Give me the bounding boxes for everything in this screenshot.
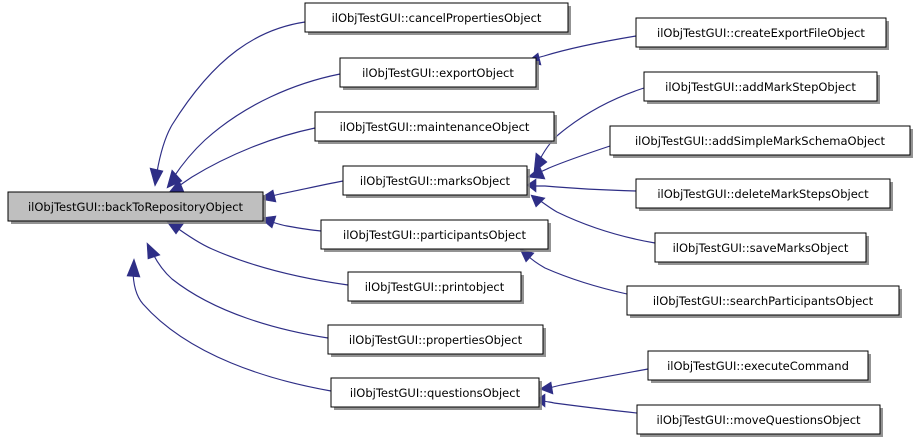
arrowhead-icon bbox=[149, 167, 164, 187]
edge-line bbox=[172, 73, 341, 179]
edge-line bbox=[543, 400, 638, 414]
edge-line bbox=[532, 35, 637, 60]
graph-node[interactable]: ilObjTestGUI::searchParticipantsObject bbox=[626, 285, 902, 318]
edge-line bbox=[535, 145, 611, 175]
node-label: ilObjTestGUI::createExportFileObject bbox=[657, 26, 865, 40]
node-rect[interactable] bbox=[339, 57, 537, 88]
node-label: ilObjTestGUI::exportObject bbox=[362, 66, 514, 80]
node-rect[interactable] bbox=[330, 377, 540, 408]
edge-line bbox=[172, 224, 349, 286]
node-label: ilObjTestGUI::cancelPropertiesObject bbox=[332, 11, 542, 25]
edge-line bbox=[537, 87, 645, 164]
graph-node[interactable]: ilObjTestGUI::saveMarksObject bbox=[654, 232, 869, 265]
call-edge-marks-to-root bbox=[258, 180, 344, 203]
call-edge-questions-to-root bbox=[126, 258, 332, 392]
arrowhead-icon bbox=[126, 258, 141, 278]
node-rect[interactable] bbox=[347, 271, 522, 302]
edge-line bbox=[151, 251, 329, 339]
node-label: ilObjTestGUI::moveQuestionsObject bbox=[656, 413, 861, 427]
graph-node[interactable]: ilObjTestGUI::addSimpleMarkSchemaObject bbox=[609, 125, 913, 158]
edge-line bbox=[535, 185, 637, 192]
node-label: ilObjTestGUI::addMarkStepObject bbox=[665, 80, 856, 94]
graph-node[interactable]: ilObjTestGUI::questionsObject bbox=[330, 377, 542, 410]
node-rect[interactable] bbox=[635, 178, 891, 209]
graph-node[interactable]: ilObjTestGUI::maintenanceObject bbox=[314, 111, 557, 144]
node-label: ilObjTestGUI::participantsObject bbox=[343, 228, 526, 242]
node-label: ilObjTestGUI::searchParticipantsObject bbox=[653, 294, 874, 308]
node-rect[interactable] bbox=[647, 350, 869, 381]
node-label: ilObjTestGUI::saveMarksObject bbox=[673, 241, 849, 255]
call-edge-maintenance-to-root bbox=[166, 127, 316, 196]
arrowhead-icon bbox=[530, 194, 546, 208]
call-edge-deletemark-to-marks bbox=[526, 178, 637, 193]
graph-node-root[interactable]: ilObjTestGUI::backToRepositoryObject bbox=[7, 191, 266, 224]
node-label: ilObjTestGUI::backToRepositoryObject bbox=[28, 200, 244, 214]
call-edge-savemarks-to-marks bbox=[530, 194, 656, 244]
graph-node[interactable]: ilObjTestGUI::exportObject bbox=[339, 57, 539, 90]
node-label: ilObjTestGUI::maintenanceObject bbox=[340, 120, 530, 134]
node-label: ilObjTestGUI::addSimpleMarkSchemaObject bbox=[635, 134, 886, 148]
graph-node[interactable]: ilObjTestGUI::moveQuestionsObject bbox=[636, 404, 883, 437]
arrowhead-icon bbox=[166, 169, 183, 189]
graph-node[interactable]: ilObjTestGUI::executeCommand bbox=[647, 350, 871, 383]
arrowhead-icon bbox=[526, 178, 537, 193]
node-rect[interactable] bbox=[626, 285, 900, 316]
edge-line bbox=[267, 180, 344, 198]
call-edge-cancelprops-to-root bbox=[149, 21, 306, 187]
edge-line bbox=[174, 127, 316, 190]
graph-node[interactable]: ilObjTestGUI::marksObject bbox=[342, 165, 530, 198]
node-label: ilObjTestGUI::propertiesObject bbox=[349, 333, 523, 347]
call-edge-addmarkstep-to-marks bbox=[533, 87, 645, 173]
arrowhead-icon bbox=[146, 242, 161, 260]
node-label: ilObjTestGUI::marksObject bbox=[360, 174, 511, 188]
edge-line bbox=[268, 220, 322, 232]
node-label: ilObjTestGUI::questionsObject bbox=[350, 386, 521, 400]
graph-node[interactable]: ilObjTestGUI::cancelPropertiesObject bbox=[304, 2, 571, 35]
node-rect[interactable] bbox=[636, 404, 881, 435]
call-edge-createexport-to-export bbox=[526, 35, 637, 66]
edge-line bbox=[526, 254, 628, 295]
arrowhead-icon bbox=[533, 152, 548, 173]
call-edge-participants-to-root bbox=[259, 215, 322, 232]
node-label: ilObjTestGUI::printobject bbox=[365, 280, 505, 294]
node-rect[interactable] bbox=[314, 111, 555, 142]
graph-node[interactable]: ilObjTestGUI::createExportFileObject bbox=[635, 17, 889, 50]
call-edge-properties-to-root bbox=[146, 242, 329, 339]
edge-line bbox=[156, 21, 306, 173]
call-edge-searchparts-to-participants bbox=[519, 248, 628, 295]
call-edge-movequestions-to-questions bbox=[535, 393, 638, 414]
graph-node[interactable]: ilObjTestGUI::participantsObject bbox=[320, 219, 551, 252]
node-label: ilObjTestGUI::deleteMarkStepsObject bbox=[657, 187, 869, 201]
node-rect[interactable] bbox=[327, 324, 544, 355]
node-rect[interactable] bbox=[7, 191, 264, 222]
node-label: ilObjTestGUI::executeCommand bbox=[667, 359, 849, 373]
node-rect[interactable] bbox=[609, 125, 911, 156]
call-edge-export-to-root bbox=[166, 73, 341, 189]
graph-node[interactable]: ilObjTestGUI::addMarkStepObject bbox=[643, 71, 880, 104]
edge-line bbox=[548, 368, 649, 389]
call-edge-execute-to-questions bbox=[539, 368, 649, 395]
graph-node[interactable]: ilObjTestGUI::propertiesObject bbox=[327, 324, 546, 357]
node-rect[interactable] bbox=[654, 232, 867, 263]
node-rect[interactable] bbox=[635, 17, 887, 48]
arrowhead-icon bbox=[527, 166, 546, 180]
edge-line bbox=[132, 268, 332, 392]
arrowhead-icon bbox=[539, 381, 554, 395]
call-edge-addsimplemark-to-marks bbox=[527, 145, 611, 180]
edge-line bbox=[538, 199, 656, 244]
graph-node[interactable]: ilObjTestGUI::deleteMarkStepsObject bbox=[635, 178, 893, 211]
node-rect[interactable] bbox=[643, 71, 878, 102]
node-rect[interactable] bbox=[320, 219, 549, 250]
node-rect[interactable] bbox=[304, 2, 569, 33]
node-rect[interactable] bbox=[342, 165, 528, 196]
graph-node[interactable]: ilObjTestGUI::printobject bbox=[347, 271, 524, 304]
nodes-layer: ilObjTestGUI::backToRepositoryObjectilOb… bbox=[7, 2, 913, 437]
